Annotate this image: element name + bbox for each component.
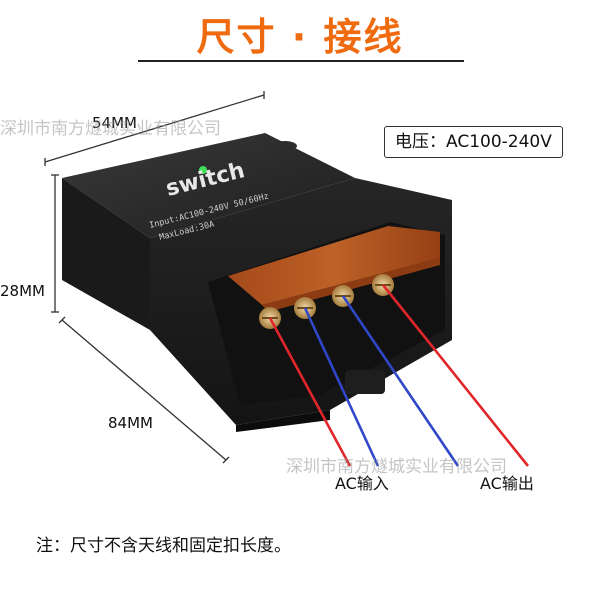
- wire-input-neutral: [303, 307, 380, 467]
- box-top: [62, 133, 355, 238]
- dimension-height: 28MM: [0, 282, 45, 300]
- watermark-bottom: 深圳市南方燧城实业有限公司: [286, 457, 507, 477]
- dimension-length: 84MM: [108, 414, 153, 432]
- mounting-clip: [345, 370, 385, 394]
- switch-box: switch Input:AC100-240V 50/60Hz MaxLoad:…: [62, 133, 452, 432]
- page-title: 尺寸 · 接线: [196, 15, 404, 59]
- watermark-top: 深圳市南方燧城实业有限公司: [0, 119, 221, 139]
- orange-cover: [228, 226, 440, 305]
- wires: [268, 284, 530, 467]
- title-underline: [138, 60, 464, 62]
- voltage-label: 电压：AC100-240V: [384, 126, 563, 158]
- wire-output-live: [381, 284, 530, 467]
- wire-label-output: AC输出: [480, 474, 534, 493]
- wire-output-neutral: [341, 295, 460, 467]
- footnote: 注：尺寸不含天线和固定扣长度。: [36, 536, 291, 556]
- dimension-width: 54MM: [92, 114, 137, 132]
- dimension-lines: [44, 91, 265, 464]
- led-indicator: [199, 166, 207, 174]
- wire-label-input: AC输入: [335, 474, 389, 493]
- box-left-side: [62, 178, 150, 330]
- wire-input-live: [268, 317, 352, 467]
- bottom-edge: [236, 410, 330, 432]
- antenna-nub: [273, 141, 297, 151]
